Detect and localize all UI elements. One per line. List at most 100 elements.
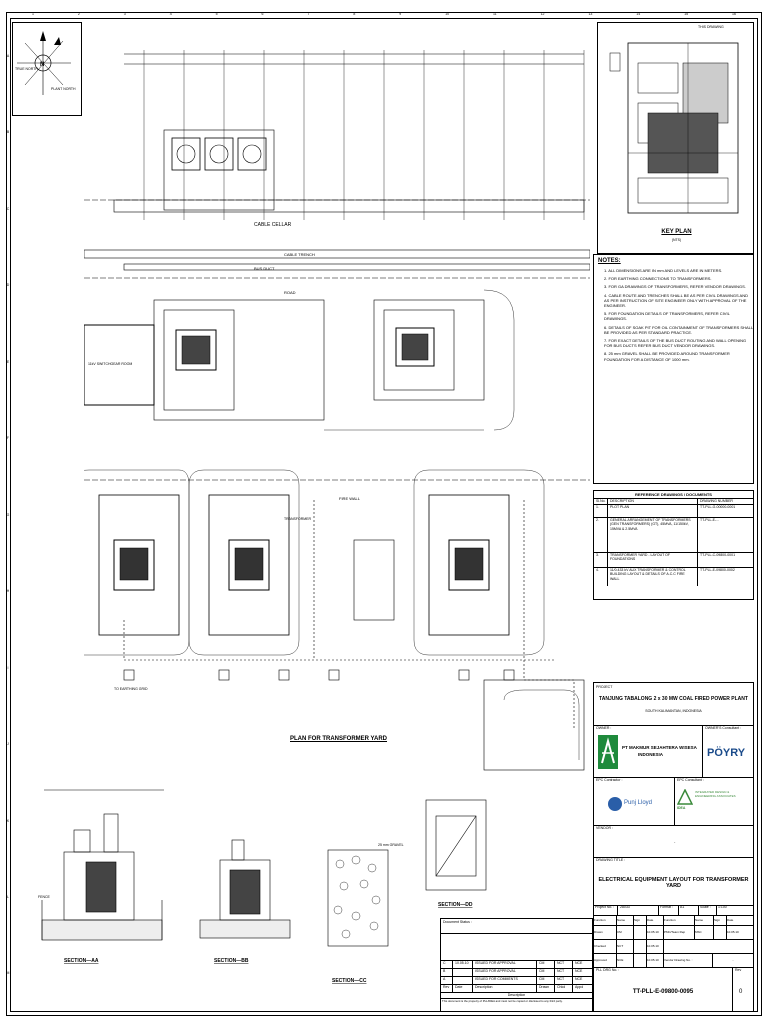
header-cell: Date (647, 915, 664, 925)
ruler-number: 1 (31, 12, 34, 16)
gravel-label: 25 mm GRAVEL (378, 843, 404, 847)
ruler-number: 15 (684, 12, 689, 16)
rev-cell: C (441, 961, 453, 968)
drawing-number: TT-PLL-E-09800-0095 (632, 989, 694, 995)
ruler-number: 2 (77, 12, 80, 16)
project-name: TANJUNG TABALONG 2 x 30 MW COAL FIRED PO… (599, 696, 748, 702)
project-no-label: Project No. : (594, 905, 618, 915)
rev-value: 0 (739, 989, 743, 995)
note-item: 4. CABLE ROUTE AND TRENCHES SHALL BE AS … (604, 292, 748, 309)
earthing-label: TO EARTHING GRID (114, 687, 148, 691)
ruler-letter: C (6, 206, 10, 211)
owner-logo-icon (598, 735, 618, 769)
note-item: 3. FOR GA DRAWINGS OF TRANSFORMERS, REFE… (604, 284, 746, 290)
ref-num: TT-PLL-E-... (700, 517, 720, 522)
fence-label: FENCE (38, 895, 51, 899)
ref-desc: 11/0.433 kV AUX TRANSFORMER & CONTROL BU… (608, 567, 698, 586)
bus-duct-label: BUS DUCT (254, 266, 275, 271)
north-arrow-box: N TRUE NORTH PLANT NORTH (12, 22, 82, 116)
ruler-letter: M (6, 971, 10, 976)
header-cell: Rev (441, 985, 453, 992)
header-cell: Name (617, 915, 634, 925)
document-status-label: Document Status : (441, 919, 592, 934)
ruler-letter: A (6, 53, 10, 58)
header-cell: Sl.No. (594, 499, 608, 504)
table-row: C 10.05.10 ISSUED FOR APPROVAL CM NCT NC… (441, 961, 592, 969)
epc-contractor-cell: EPC Contractor : Punj Lloyd (594, 777, 675, 825)
sig-cell (634, 954, 647, 967)
transformer-yard-plan: CABLE CELLAR CABLE TRENCH BUS DUCT 11kV … (84, 50, 590, 771)
epc-contractor-label: EPC Contractor : (596, 778, 623, 782)
vendor-value: - (674, 839, 676, 844)
sig-cell: CM (617, 926, 634, 939)
rev-cell: CM (537, 969, 555, 976)
rev-cell: NCE (575, 961, 583, 965)
ruler-letter: E (6, 359, 10, 364)
ruler-letter: L (7, 894, 9, 899)
rev-cell: CM (537, 977, 555, 984)
sig-cell (634, 926, 647, 939)
header-cell: DRAWING NUMBER (700, 499, 733, 503)
section-bb-title: SECTION—BB (214, 958, 249, 964)
owner-country: INDONESIA (638, 752, 664, 757)
ruler-number: 12 (540, 12, 545, 16)
ref-num: TT-PLL-E-09800-0002 (700, 567, 735, 572)
rev-cell: A (441, 977, 453, 984)
cable-cellar-label: CABLE CELLAR (254, 222, 292, 228)
rev-cell (453, 977, 473, 984)
header-cell: Sign (634, 915, 647, 925)
section-aa: SECTION—AA FENCE (38, 789, 164, 964)
ruler-letter: H (6, 589, 10, 594)
disclaimer: This document is the property of PLL/IDE… (442, 998, 563, 1003)
ruler-number: 7 (307, 12, 310, 16)
sig-cell: MSC (695, 926, 714, 939)
ruler-letter: G (6, 512, 10, 517)
sig-cell: Approved (594, 954, 617, 967)
signature-header-row: Function Name Sign Date Function Name Si… (594, 915, 753, 926)
sig-cell (714, 926, 727, 939)
epc-consultant-name: INTEGRATED DESIGN & ENGINEERING ASSOCIAT… (695, 790, 736, 798)
sig-cell: Drawn (594, 926, 617, 939)
punj-lloyd-logo-icon (608, 797, 622, 811)
header-cell: Function (664, 915, 695, 925)
north-label: N (40, 62, 44, 68)
section-dd-title: SECTION—DD (438, 902, 473, 908)
owner-consultant-label: OWNER'S Consultant : (705, 726, 742, 730)
fire-wall-label: FIRE WALL (339, 496, 361, 501)
scale-value: 1:100 (718, 905, 727, 909)
compass-icon: N (17, 31, 71, 95)
format-label: Format : (659, 905, 679, 915)
notes-box: NOTES: 1. ALL DIMENSIONS ARE IN mm AND L… (593, 254, 754, 484)
drawing-number-cell: PLL DRG No. : TT-PLL-E-09800-0095 (594, 967, 733, 1011)
rev-cell: NCT (555, 977, 573, 984)
table-row: Checked NCT 10.05.10 (594, 940, 753, 954)
drawing-no-label: PLL DRG No. : (596, 968, 620, 972)
rev-cell: NCT (555, 969, 573, 976)
sig-cell: NCT (617, 940, 634, 953)
ruler-number: 5 (215, 12, 218, 16)
header-cell: Chkd (555, 985, 573, 992)
revision-cell: Rev 0 (733, 967, 753, 1011)
section-cc-title: SECTION—CC (332, 978, 367, 984)
section-bb: SECTION—BB (199, 839, 291, 964)
section-aa-title: SECTION—AA (64, 958, 99, 964)
vendor-section: VENDOR : - (594, 825, 753, 858)
rev-cell: 10.05.10 (453, 961, 473, 968)
revision-header-row: Rev Date Description Drawn Chkd Appd (441, 985, 592, 993)
top-ruler: 1 2 3 4 5 6 7 8 9 10 11 12 13 14 15 16 (10, 12, 758, 18)
owner-row: OWNER : PT MAKMUR SEJAHTERA WISESA INDON… (594, 725, 753, 778)
key-plan-drawing (609, 42, 739, 214)
project-location: SOUTH KALIMANTAN, INDONESIA (645, 709, 702, 713)
sheet-border (6, 12, 762, 1016)
ruler-number: 16 (732, 12, 736, 16)
revision-table: Document Status : C 10.05.10 ISSUED FOR … (440, 918, 593, 1012)
header-cell: Date (453, 985, 473, 992)
ref-no: 4. (594, 567, 608, 586)
key-plan-scale: (NTS) (671, 238, 682, 242)
key-plan-marker: THIS DRAWING (698, 25, 724, 29)
ruler-number: 4 (169, 12, 172, 16)
sig-cell: 10.05.10 (647, 940, 664, 953)
transformer-label: TRANSFORMER (284, 517, 312, 521)
ruler-number: 14 (636, 12, 641, 16)
ruler-number: 10 (445, 12, 450, 16)
